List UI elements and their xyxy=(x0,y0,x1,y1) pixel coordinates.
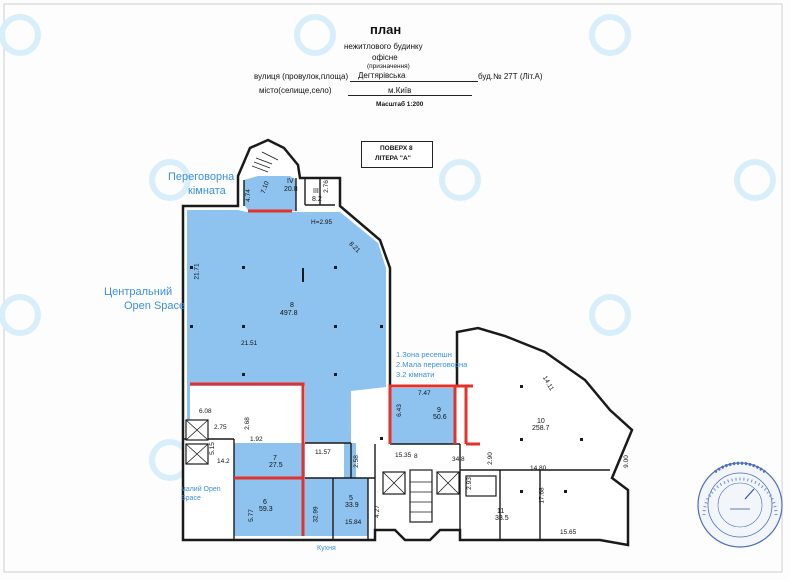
meeting-room-note-line2: кімната xyxy=(188,185,226,197)
floor-number: ПОВЕРХ 8 xyxy=(380,145,413,152)
dim-15-35: 15.35 xyxy=(395,452,412,459)
central-open-space-note: Центральний xyxy=(104,286,173,298)
room-11-number: 11 xyxy=(497,508,505,515)
dim-2-58: 2.58 xyxy=(352,455,360,468)
room-iii-number: III xyxy=(313,188,319,195)
room-7-area: 27.5 xyxy=(269,462,283,469)
dim-6-08: 6.08 xyxy=(199,408,212,415)
dim-11-57: 11.57 xyxy=(315,449,331,456)
dim-17-68: 17.68 xyxy=(538,487,546,504)
floor-letter: ЛІТЕРА "А" xyxy=(375,155,411,162)
reception-note-3: 3.2 кімнати xyxy=(396,370,435,379)
dim-21-51: 21.51 xyxy=(241,340,258,347)
street-underline xyxy=(350,81,478,82)
dim-15-65: 15.65 xyxy=(560,529,577,536)
dim-6-43: 6.43 xyxy=(395,404,403,417)
room-9-number: 9 xyxy=(437,407,441,414)
street-caption: вулиця (провулок,площа) xyxy=(254,72,349,81)
dim-5-15: 5.15 xyxy=(208,442,216,455)
room-5-area: 33.9 xyxy=(345,502,359,509)
dim-15-84: 15.84 xyxy=(345,519,362,526)
dim-2-68: 2.68 xyxy=(243,417,251,430)
room-10-area: 258.7 xyxy=(532,425,550,432)
building-purpose: офісне xyxy=(372,53,398,62)
room-iv-area: 20.8 xyxy=(284,186,298,193)
dim-14-80: 14.80 xyxy=(530,465,547,472)
dim-32-99: 32.99 xyxy=(312,506,320,523)
purpose-caption: (призначення) xyxy=(367,63,410,70)
scale-label: Масштаб 1:200 xyxy=(376,101,424,108)
room-8-number: 8 xyxy=(290,302,294,309)
city-caption: місто(селище,село) xyxy=(259,86,332,95)
room-5-number: 5 xyxy=(349,495,353,502)
reception-note-1: 1.Зона ресепшн xyxy=(396,350,452,359)
dim-7-47: 7.47 xyxy=(418,390,431,397)
dim-8: 8 xyxy=(414,453,418,460)
dim-34-8: 34.8 xyxy=(452,456,465,463)
room-iii-area: 8.2 xyxy=(312,196,322,203)
room-6-number: 6 xyxy=(263,499,267,506)
room-8-area: 497.8 xyxy=(280,310,298,317)
dim-2-93: 2.93 xyxy=(465,477,473,490)
dim-21-71: 21.71 xyxy=(193,263,201,280)
room-10-number: 10 xyxy=(537,418,545,425)
dim-2-75: 2.75 xyxy=(214,424,227,431)
building-type: нежитлового будинку xyxy=(344,42,423,51)
room-9-area: 50.6 xyxy=(433,414,447,421)
dim-14-2: 14.2 xyxy=(217,458,230,465)
small-open-space-note: малий Open xyxy=(181,486,221,493)
building-number: буд.№ 27Т (Літ.А) xyxy=(478,72,543,81)
room-11-area: 33.5 xyxy=(495,515,509,522)
dim-5-77: 5.77 xyxy=(247,509,255,522)
dim-9-00: 9.00 xyxy=(622,455,630,468)
street-name: Дегтярівська xyxy=(358,71,406,80)
city-name: м.Київ xyxy=(388,86,412,95)
floor-label-box: ПОВЕРХ 8 ЛІТЕРА "А" xyxy=(361,141,433,168)
room-7-number: 7 xyxy=(273,455,277,462)
dim-2-90: 2.90 xyxy=(486,452,494,465)
ceiling-height: H=2.95 xyxy=(311,219,333,226)
meeting-room-note: Переговорна xyxy=(168,171,235,183)
highlight-outlines xyxy=(190,209,480,536)
official-stamp xyxy=(697,461,783,548)
dim-4-27: 4.27 xyxy=(373,505,381,518)
room-iv-number: IV xyxy=(287,178,294,185)
dim-2-76: 2.76 xyxy=(322,180,330,193)
dim-4-74: 4.74 xyxy=(244,189,252,202)
central-open-space-note-line2: Open Space xyxy=(124,300,186,312)
room-6-area: 59.3 xyxy=(259,506,273,513)
plan-title: план xyxy=(370,22,402,37)
dim-1-92: 1.92 xyxy=(250,436,263,443)
reception-note-2: 2.Мала переговорна xyxy=(396,360,468,369)
kitchen-note: Кухня xyxy=(317,545,336,552)
city-underline xyxy=(348,95,472,96)
small-open-space-note-line2: Space xyxy=(181,495,201,502)
